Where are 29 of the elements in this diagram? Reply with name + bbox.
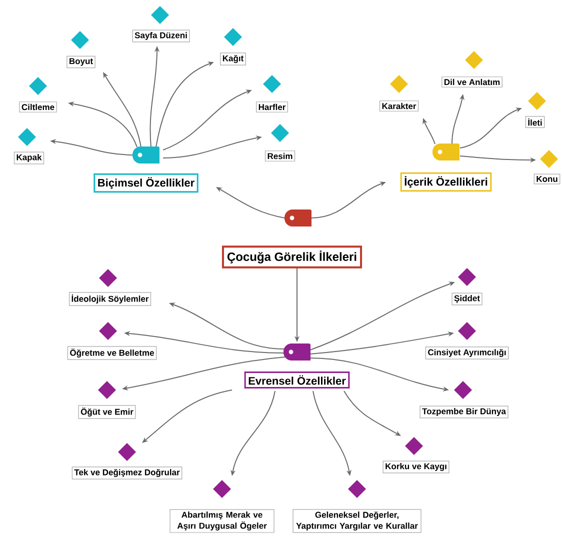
label-box: Kağıt bbox=[220, 52, 246, 66]
label-box: Resim bbox=[264, 150, 296, 162]
label-box: Kapak bbox=[14, 152, 44, 164]
label-box: Korku ve Kaygı bbox=[382, 460, 450, 474]
label-box: Ciltleme bbox=[19, 102, 57, 112]
heading-box: Çocuğa Görelik İlkeleri bbox=[222, 246, 362, 268]
label-box: Sayfa Düzeni bbox=[132, 30, 190, 42]
tag-icon bbox=[284, 344, 310, 360]
label-box: Geleneksel Değerler, Yaptırımcı Yargılar ve Kurallar bbox=[292, 509, 422, 533]
label-box: Dil ve Anlatım bbox=[442, 76, 502, 88]
label-box: Boyut bbox=[66, 56, 96, 68]
label-box: Konu bbox=[534, 174, 560, 184]
label-box: İleti bbox=[525, 116, 545, 128]
label-box: Abartılmış Merak ve Aşırı Duygusal Ögeler bbox=[170, 509, 274, 533]
label-box: Tozpembe Bir Dünya bbox=[420, 406, 508, 418]
label-box: Harfler bbox=[256, 102, 288, 112]
tag-icon bbox=[432, 144, 460, 160]
label-box: Tek ve Değişmez Doğrular bbox=[72, 466, 182, 480]
label-box: Öğüt ve Emir bbox=[78, 405, 136, 419]
label-box: Karakter bbox=[379, 100, 419, 112]
heading-box: Biçimsel Özellikler bbox=[94, 173, 198, 193]
heading-box: Evrensel Özellikler bbox=[244, 372, 350, 388]
label-box: Cinsiyet Ayrımcılığı bbox=[425, 346, 509, 360]
tag-icon bbox=[132, 146, 160, 164]
tag-icon bbox=[284, 210, 312, 226]
heading-box: İçerik Özellikleri bbox=[400, 172, 492, 192]
label-box: Öğretme ve Belletme bbox=[67, 346, 157, 360]
label-box: İdeolojik Söylemler bbox=[68, 292, 152, 306]
label-box: Şiddet bbox=[452, 292, 482, 306]
